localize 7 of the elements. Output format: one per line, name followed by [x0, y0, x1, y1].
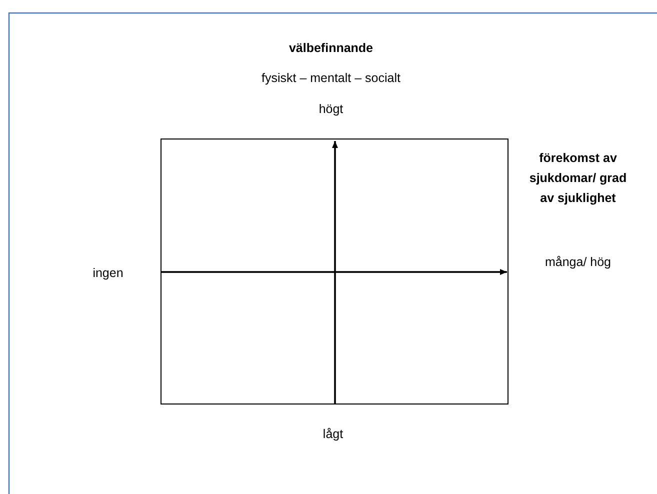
axis-title: välbefinnande — [288, 40, 374, 57]
axis-label: ingen — [92, 265, 124, 282]
axis-label: högt — [318, 101, 344, 118]
axis-label: många/ hög — [544, 254, 612, 271]
axis-subtitle: fysiskt – mentalt – socialt — [260, 70, 402, 87]
axis-title: förekomst av sjukdomar/ grad av sjuklighet — [528, 150, 628, 207]
axis-label: lågt — [322, 426, 344, 443]
